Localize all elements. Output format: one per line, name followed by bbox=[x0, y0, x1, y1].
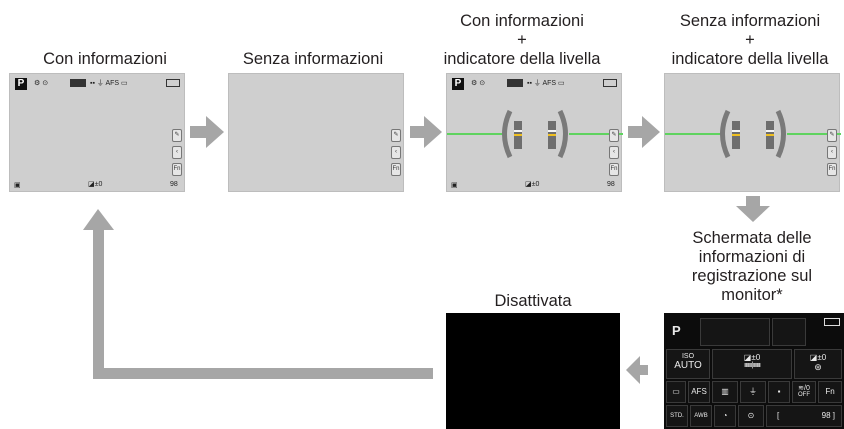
return-line-vertical bbox=[93, 228, 104, 379]
arrow-right-2 bbox=[410, 116, 442, 148]
arrow-up bbox=[83, 209, 114, 230]
panel-fn-label: Fn bbox=[825, 387, 835, 396]
mode-badge: P bbox=[15, 78, 27, 90]
panel-ev-cell: ◪±0 ıııııııı|ıııııııı bbox=[712, 349, 792, 379]
shots-remaining: 98 bbox=[607, 181, 615, 188]
panel-shots-cell: [98 ] bbox=[766, 405, 842, 427]
quality-icon: ▪▪ ⏚ AFS ▭ bbox=[527, 80, 565, 87]
label-without-info-level-line1: Senza informazioni bbox=[679, 12, 821, 30]
panel-wifi-status: OFF bbox=[798, 392, 810, 398]
label-off: Disattivata bbox=[494, 292, 572, 310]
touch-icon: ✎ bbox=[391, 129, 401, 142]
panel-iso-cell: ISO AUTO bbox=[666, 349, 710, 379]
level-bracket-right bbox=[557, 109, 568, 159]
exposure-comp-value: ±0 bbox=[94, 181, 103, 188]
level-bracket-left bbox=[720, 109, 731, 159]
fn-icon: Fn bbox=[827, 163, 837, 176]
panel-wifi-cell: ≋/0 OFF bbox=[792, 381, 816, 403]
fn-icon: Fn bbox=[391, 163, 401, 176]
panel-mode: P bbox=[672, 323, 681, 338]
photo-style-icon: ⚙ ⊙ bbox=[471, 80, 486, 87]
aspect-icon bbox=[70, 79, 86, 87]
panel-wb-cell: AWB bbox=[690, 405, 712, 427]
label-monitor-info-line3: registrazione sul bbox=[691, 267, 813, 285]
panel-battery-icon bbox=[824, 318, 840, 326]
fn-icon: Fn bbox=[172, 163, 182, 176]
screen-off bbox=[446, 313, 620, 429]
back-icon: ‹ bbox=[827, 146, 837, 159]
aspect-icon bbox=[507, 79, 523, 87]
exposure-comp-icon: ◪±0 bbox=[525, 181, 540, 188]
label-monitor-info-line2: informazioni di bbox=[698, 248, 806, 266]
panel-size-icon: ▪ bbox=[768, 381, 790, 403]
panel-wifi-value: 0 bbox=[805, 385, 810, 392]
arrow-right-1 bbox=[190, 116, 224, 148]
arrow-down bbox=[736, 196, 770, 222]
panel-drive-cell: ▭ bbox=[666, 381, 686, 403]
back-icon: ‹ bbox=[609, 146, 619, 159]
back-icon: ‹ bbox=[172, 146, 182, 159]
label-without-info: Senza informazioni bbox=[242, 50, 384, 68]
panel-wb-value: AWB bbox=[694, 413, 708, 419]
monitor-info-panel: P ISO AUTO ◪±0 ıııııııı|ıııııııı ◪±0 ⊛ ▭… bbox=[664, 313, 844, 429]
return-line-horizontal bbox=[93, 368, 433, 379]
panel-style-value: STD. bbox=[670, 413, 684, 419]
battery-icon bbox=[166, 79, 180, 87]
panel-aperture-cell bbox=[772, 318, 806, 346]
panel-shots-value: 98 bbox=[821, 411, 831, 420]
label-monitor-info-line4: monitor* bbox=[721, 286, 783, 304]
label-without-info-level-line2: + bbox=[745, 31, 755, 49]
panel-shutter-cell bbox=[700, 318, 770, 346]
panel-flash-icon: ⊛ bbox=[814, 362, 822, 372]
level-bracket-right bbox=[775, 109, 786, 159]
panel-iso-value: AUTO bbox=[674, 360, 702, 371]
panel-quality-icon: ⏚ bbox=[740, 381, 766, 403]
level-bracket-left bbox=[502, 109, 513, 159]
panel-flash-cell: ◪±0 ⊛ bbox=[794, 349, 842, 379]
label-without-info-level-line3: indicatore della livella bbox=[671, 50, 829, 68]
panel-iso-label: ISO bbox=[681, 353, 695, 360]
battery-icon bbox=[603, 79, 617, 87]
touch-icon: ✎ bbox=[172, 129, 182, 142]
back-icon: ‹ bbox=[391, 146, 401, 159]
screen-without-info-level: ✎ ‹ Fn bbox=[664, 73, 841, 192]
screen-without-info: ✎ ‹ Fn bbox=[228, 73, 404, 192]
photo-style-icon: ⚙ ⊙ bbox=[34, 80, 49, 87]
exposure-comp-value: ±0 bbox=[531, 181, 540, 188]
mode-badge: P bbox=[452, 78, 464, 90]
panel-style-cell: STD. bbox=[666, 405, 688, 427]
panel-fn-cell: Fn bbox=[818, 381, 842, 403]
panel-metering-icon: ⊙ bbox=[738, 405, 764, 427]
panel-ev-value: ±0 bbox=[751, 353, 761, 362]
arrow-left bbox=[626, 356, 648, 384]
arrow-right-3 bbox=[628, 116, 660, 148]
metering-icon: ▣ bbox=[451, 182, 458, 189]
panel-af-cell: AFS bbox=[688, 381, 710, 403]
screen-with-info-level: P ⚙ ⊙ ▪▪ ⏚ AFS ▭ ✎ ‹ Fn ▣ ◪±0 98 bbox=[446, 73, 623, 192]
screen-with-info: P ⚙ ⊙ ▪▪ ⏚ AFS ▭ ✎ ‹ Fn ▣ ◪±0 98 bbox=[9, 73, 185, 192]
label-with-info: Con informazioni bbox=[43, 50, 167, 68]
label-with-info-level-line3: indicatore della livella bbox=[443, 50, 601, 68]
panel-af-area-icon: ▥ bbox=[712, 381, 738, 403]
fn-icon: Fn bbox=[609, 163, 619, 176]
shots-remaining: 98 bbox=[170, 181, 178, 188]
label-with-info-level-line2: + bbox=[517, 31, 527, 49]
label-with-info-level-line1: Con informazioni bbox=[460, 12, 584, 30]
exposure-comp-icon: ◪±0 bbox=[88, 181, 103, 188]
panel-flash-ev-value: ±0 bbox=[817, 353, 827, 362]
touch-icon: ✎ bbox=[609, 129, 619, 142]
touch-icon: ✎ bbox=[827, 129, 837, 142]
quality-icon: ▪▪ ⏚ AFS ▭ bbox=[90, 80, 128, 87]
panel-ev-scale: ıııııııı|ıııııııı bbox=[744, 362, 761, 369]
label-monitor-info-line1: Schermata delle bbox=[692, 229, 812, 247]
panel-idr-icon: ◔ bbox=[714, 405, 736, 427]
metering-icon: ▣ bbox=[14, 182, 21, 189]
level-gauge bbox=[665, 109, 841, 159]
